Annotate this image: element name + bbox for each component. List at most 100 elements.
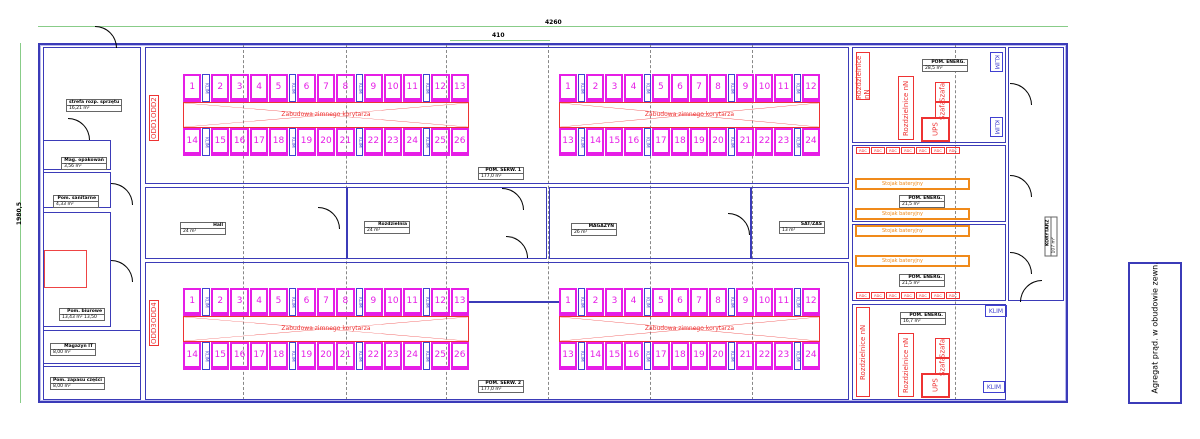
room-tag: POM. ENERG.28,5 m² [922, 59, 968, 72]
server-rack: 9 [736, 74, 755, 102]
server-rack: 2 [586, 288, 605, 316]
server-rack: 5 [651, 288, 670, 316]
grid-line [752, 45, 753, 400]
cabinet: Szafa [935, 100, 950, 120]
server-rack: 4 [249, 288, 269, 316]
cabinet: Szafa [935, 82, 950, 102]
server-rack: 21 [736, 128, 755, 156]
klim-unit: KLIM [355, 128, 364, 156]
cold-aisle: Zabudowa zimnego korytarza [559, 316, 820, 342]
server-rack: 12 [431, 74, 450, 102]
server-rack: 19 [689, 342, 708, 370]
server-rack: 10 [755, 74, 774, 102]
server-rack: 4 [624, 288, 643, 316]
klim-unit: KLIM [202, 288, 210, 316]
klim-unit: KLIM [793, 288, 801, 316]
server-rack: 20 [709, 128, 728, 156]
switchboard-nn: Rozdzielnice nN [856, 307, 870, 397]
grid-line [446, 45, 447, 400]
server-rack: 15 [211, 128, 230, 156]
server-rack: 5 [269, 74, 288, 102]
server-rack: 18 [269, 342, 288, 370]
klim-unit: KLIM [728, 288, 736, 316]
room-magazyn [549, 187, 751, 259]
server-rack: 5 [269, 288, 288, 316]
server-rack: 17 [651, 342, 670, 370]
server-rack: 22 [364, 128, 383, 156]
room-rozdzielnia [347, 187, 547, 259]
building-outline [38, 43, 1068, 403]
server-rack: 19 [689, 128, 708, 156]
switchboard-nn: Rozdzielnice nN [898, 333, 914, 397]
klim-unit: KLIM [422, 74, 431, 102]
server-rack: 10 [383, 74, 403, 102]
server-rack: 21 [736, 342, 755, 370]
energy-room-3 [852, 224, 1006, 301]
klim-unit: KLIM [728, 342, 736, 370]
server-room-2 [145, 262, 849, 400]
klim-unit: KLIM [422, 128, 431, 156]
klim-unit: KLIM [422, 288, 431, 316]
server-rack: 24 [801, 128, 820, 156]
klim-unit: KLIM [422, 342, 431, 370]
server-rack: 15 [605, 342, 624, 370]
dimension-total: 4260 [545, 19, 562, 26]
ups: UPS [921, 117, 950, 142]
klim-unit: KLIM [990, 52, 1003, 72]
grid-line [243, 45, 244, 400]
odd-label: ODD1 ODD2 [149, 95, 159, 141]
klim-unit: KLIM [202, 342, 210, 370]
klim-unit: KLIM [728, 128, 736, 156]
server-rack: 26 [450, 128, 469, 156]
room-biurowe [43, 212, 111, 327]
server-rack: 8 [709, 288, 728, 316]
server-rack: 3 [230, 288, 249, 316]
entrance-door[interactable] [95, 26, 117, 48]
server-rack: 2 [211, 288, 230, 316]
grid-line [650, 45, 651, 400]
klim-unit: KLIM [793, 74, 801, 102]
klim-unit: KLIM [643, 128, 651, 156]
server-rack: 14 [586, 342, 605, 370]
server-rack: 22 [755, 128, 774, 156]
server-rack: 12 [801, 74, 820, 102]
cabinet: Szafa [935, 356, 950, 376]
server-rack: 9 [736, 288, 755, 316]
klim-unit: KLIM [288, 288, 297, 316]
server-room-1 [145, 47, 849, 184]
server-rack: 10 [383, 288, 403, 316]
klim-unit: KLIM [355, 342, 364, 370]
server-rack: 24 [403, 128, 422, 156]
room-tag: POM. ENERG.16,7 m² [900, 312, 946, 325]
server-rack: 2 [211, 74, 230, 102]
energy-room-4 [852, 304, 1006, 400]
server-rack: 25 [431, 128, 450, 156]
klim-unit: KLIM [288, 74, 297, 102]
room-hall [145, 187, 347, 259]
klim-unit: KLIM [643, 288, 651, 316]
energy-room-1 [852, 47, 1006, 143]
server-rack: 14 [183, 342, 202, 370]
server-rack: 6 [670, 288, 689, 316]
klim-unit: KLIM [728, 74, 736, 102]
klim-unit: KLIM [578, 74, 586, 102]
klim-unit: KLIM [793, 128, 801, 156]
server-rack: 10 [755, 288, 774, 316]
server-rack: 18 [269, 128, 288, 156]
server-rack: 16 [230, 342, 249, 370]
server-rack: 1 [183, 288, 202, 316]
server-rack: 6 [297, 74, 316, 102]
switchboard-nn: Rozdzielnice nN [898, 76, 914, 140]
server-rack: 6 [297, 288, 316, 316]
server-rack: 23 [383, 128, 403, 156]
